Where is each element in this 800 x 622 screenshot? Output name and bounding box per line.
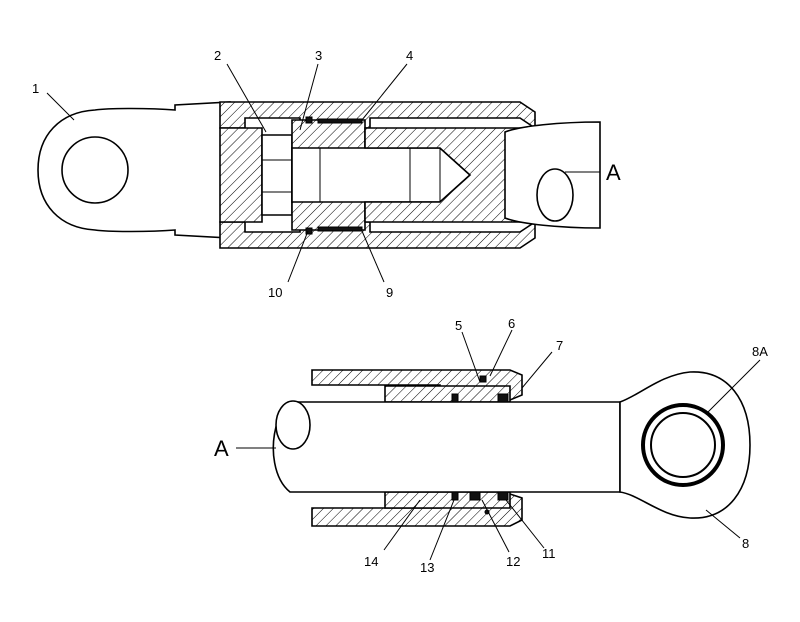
section-marker-a-top: A (606, 160, 621, 185)
seal-12 (469, 491, 481, 501)
barrel-bottom-wall (219, 220, 536, 249)
clevis-eye (37, 101, 231, 239)
seal-6 (479, 375, 487, 383)
callout-3: 3 (315, 48, 322, 63)
callout-14: 14 (364, 554, 378, 569)
nut (261, 134, 293, 216)
wear-ring-top (317, 118, 363, 124)
rod-end-face (536, 168, 574, 222)
callout-1: 1 (32, 81, 39, 96)
barrel-top-wall (219, 101, 536, 130)
seal-5 (451, 393, 459, 403)
callout-10: 10 (268, 285, 282, 300)
callout-5: 5 (455, 318, 462, 333)
o-ring-top (305, 116, 313, 124)
callout-2: 2 (214, 48, 221, 63)
gland-bottom (384, 491, 511, 509)
callout-12: 12 (506, 554, 520, 569)
callout-11: 11 (542, 546, 556, 561)
piston-rod-bottom (272, 401, 621, 493)
seal-13 (451, 491, 459, 501)
wear-ring-bottom (317, 226, 363, 232)
callout-9: 9 (386, 285, 393, 300)
head-end-section-view: A 1 2 3 4 10 9 (32, 48, 621, 300)
callout-7: 7 (556, 338, 563, 353)
spherical-bearing-inner (650, 412, 716, 478)
callout-13: 13 (420, 560, 434, 575)
wiper-7 (497, 393, 509, 403)
callout-8: 8 (742, 536, 749, 551)
head-cap (219, 127, 263, 223)
callout-6: 6 (508, 316, 515, 331)
clevis-eye-hole (61, 136, 129, 204)
o-ring-bottom (305, 227, 313, 235)
rod-end-face-bottom (275, 400, 311, 450)
gland-top (384, 385, 511, 403)
rod-end-section-view: A 5 6 7 8A 8 11 12 13 14 (214, 316, 768, 575)
seal-11 (497, 491, 509, 501)
callout-8a: 8A (752, 344, 768, 359)
callout-4: 4 (406, 48, 413, 63)
rod-threaded-end (291, 147, 472, 203)
section-marker-a-bottom: A (214, 436, 229, 461)
